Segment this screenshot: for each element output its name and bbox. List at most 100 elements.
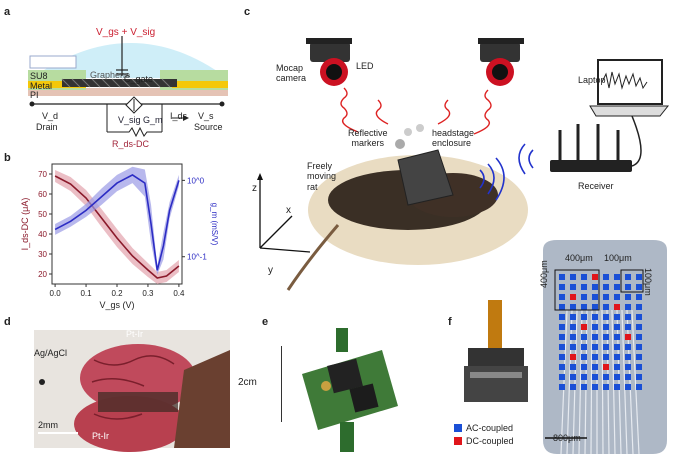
ac-electrode bbox=[559, 334, 565, 340]
y-left-tick-label: 60 bbox=[38, 190, 47, 199]
ac-electrode bbox=[570, 384, 576, 390]
ac-electrode bbox=[570, 284, 576, 290]
ac-electrode bbox=[614, 354, 620, 360]
ac-electrode bbox=[614, 374, 620, 380]
dc-electrode bbox=[570, 354, 576, 360]
vs-label: V_s bbox=[198, 111, 214, 121]
ac-electrode bbox=[614, 314, 620, 320]
series-0-line bbox=[54, 175, 180, 279]
ac-electrode bbox=[592, 344, 598, 350]
trace-line bbox=[590, 309, 593, 455]
y-left-tick-label: 50 bbox=[38, 210, 47, 219]
ids-label: I_ds bbox=[170, 111, 188, 121]
legend-dc-swatch bbox=[454, 437, 462, 445]
ac-electrode bbox=[570, 334, 576, 340]
ac-electrode bbox=[625, 294, 631, 300]
axis-y-label: y bbox=[268, 265, 273, 276]
ac-electrode bbox=[592, 304, 598, 310]
ac-electrode bbox=[559, 294, 565, 300]
ac-electrode bbox=[614, 274, 620, 280]
e-scale-label: 2cm bbox=[238, 377, 257, 388]
ac-electrode bbox=[636, 324, 642, 330]
source-label: Source bbox=[194, 122, 223, 132]
dc-electrode bbox=[603, 364, 609, 370]
dim-box-100 bbox=[620, 269, 644, 293]
ac-electrode bbox=[570, 324, 576, 330]
drain-label: Drain bbox=[36, 122, 58, 132]
metal-label: Metal bbox=[30, 81, 53, 91]
panel-d-photo bbox=[34, 330, 230, 452]
graphene-label: Graphene bbox=[90, 70, 131, 80]
dim-400-v-label: 400μm bbox=[539, 260, 549, 288]
ac-electrode bbox=[559, 314, 565, 320]
y-left-tick-label: 20 bbox=[38, 270, 47, 279]
ac-electrode bbox=[581, 284, 587, 290]
trace-line bbox=[631, 309, 640, 455]
ac-electrode bbox=[570, 304, 576, 310]
ac-electrode bbox=[603, 274, 609, 280]
dc-electrode bbox=[592, 274, 598, 280]
dim-100-v-label: 100μm bbox=[643, 268, 653, 296]
y-left-axis-label: I_ds-DC (μA) bbox=[20, 198, 30, 251]
ac-electrode bbox=[603, 304, 609, 310]
panel-f-letter: f bbox=[448, 316, 452, 328]
legend-dc-label: DC-coupled bbox=[466, 436, 514, 446]
su8-label: SU8 bbox=[30, 71, 48, 81]
ac-electrode bbox=[570, 344, 576, 350]
metal-right bbox=[172, 81, 228, 88]
ac-electrode bbox=[636, 384, 642, 390]
ac-electrode bbox=[581, 384, 587, 390]
f-scale-label: 800μm bbox=[553, 433, 581, 443]
ac-electrode bbox=[592, 374, 598, 380]
ac-electrode bbox=[581, 274, 587, 280]
ac-electrode bbox=[636, 304, 642, 310]
dc-electrode bbox=[581, 324, 587, 330]
x-axis-label: V_gs (V) bbox=[99, 300, 134, 310]
panel-c-illustration bbox=[257, 38, 670, 291]
reflective-markers-label: Reflective markers bbox=[348, 128, 388, 149]
panel-f-array bbox=[543, 240, 667, 455]
vd-label: V_d bbox=[42, 111, 59, 121]
ac-electrode bbox=[570, 374, 576, 380]
ac-electrode bbox=[603, 384, 609, 390]
ac-electrode bbox=[614, 334, 620, 340]
ac-electrode bbox=[636, 354, 642, 360]
ac-electrode bbox=[636, 314, 642, 320]
ac-electrode bbox=[625, 284, 631, 290]
x-tick-label: 0.0 bbox=[50, 289, 62, 298]
camera-right-icon bbox=[478, 38, 524, 86]
panel-a-schematic bbox=[28, 36, 228, 138]
mocap-camera-label: Mocap camera bbox=[276, 63, 307, 83]
ac-electrode bbox=[603, 324, 609, 330]
blank-box bbox=[29, 55, 77, 69]
ac-electrode bbox=[592, 294, 598, 300]
ac-electrode bbox=[581, 364, 587, 370]
e-scale-bar bbox=[281, 346, 282, 422]
ac-electrode bbox=[603, 284, 609, 290]
y-left-tick-label: 40 bbox=[38, 230, 47, 239]
panel-f-probe-photo bbox=[464, 300, 528, 402]
trace-line bbox=[572, 309, 578, 455]
ac-electrode bbox=[625, 344, 631, 350]
ac-electrode bbox=[603, 294, 609, 300]
panel-c-letter: c bbox=[244, 6, 251, 18]
ac-electrode bbox=[636, 274, 642, 280]
led-wave-left-icon bbox=[340, 87, 359, 133]
receiver-icon bbox=[550, 124, 632, 172]
vsiggm-label: V_sig G_m bbox=[118, 115, 163, 125]
cgate-label: C_gate bbox=[124, 74, 154, 84]
ac-electrode bbox=[592, 334, 598, 340]
ac-electrode bbox=[625, 274, 631, 280]
ac-electrode bbox=[592, 384, 598, 390]
ac-electrode bbox=[625, 304, 631, 310]
ac-electrode bbox=[592, 314, 598, 320]
d-scale-label: 2mm bbox=[38, 420, 58, 430]
ac-electrode bbox=[636, 284, 642, 290]
ac-electrode bbox=[614, 344, 620, 350]
ac-electrode bbox=[581, 374, 587, 380]
axis-z-label: z bbox=[252, 183, 257, 194]
ac-electrode bbox=[636, 334, 642, 340]
electrolyte-dome bbox=[32, 43, 227, 78]
ac-electrode bbox=[559, 344, 565, 350]
ac-electrode bbox=[592, 354, 598, 360]
